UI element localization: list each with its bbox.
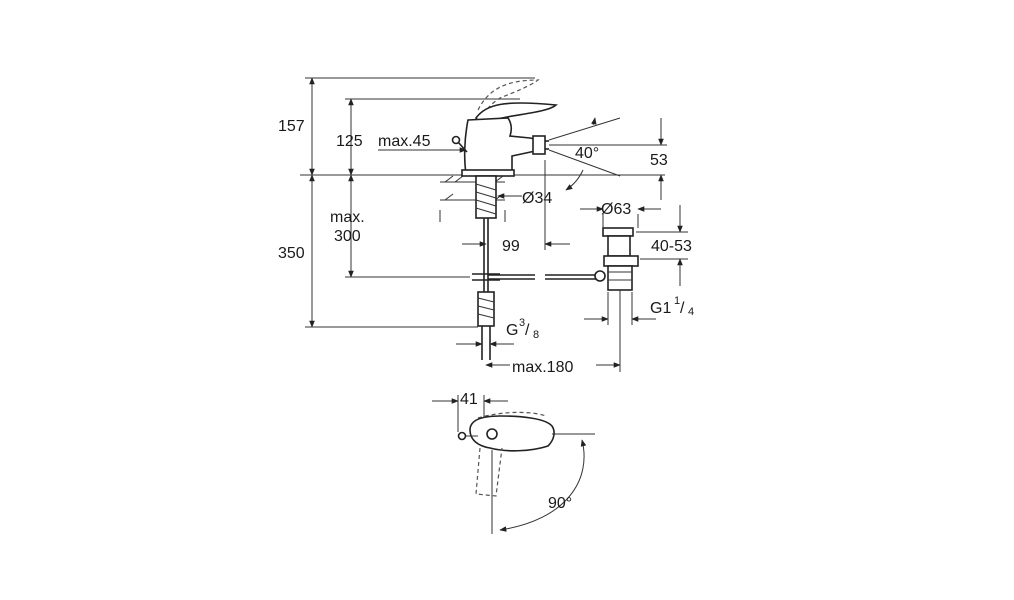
label-g-den: 8 xyxy=(533,329,539,341)
dimension-g1-1-4: G1 1 / 4 xyxy=(584,292,694,325)
label-53: 53 xyxy=(650,152,668,169)
angle-40: 40° xyxy=(548,117,625,191)
dimension-d34: Ø34 xyxy=(497,190,552,207)
dimension-157: 157 xyxy=(278,77,315,176)
label-d63: Ø63 xyxy=(601,201,631,218)
label-41: 41 xyxy=(460,391,478,408)
dimension-41: 41 xyxy=(432,391,508,432)
mixer-body xyxy=(451,79,558,177)
label-125: 125 xyxy=(336,133,363,150)
label-d34: Ø34 xyxy=(522,190,552,207)
pop-up-rod xyxy=(488,274,600,280)
label-g1: G1 xyxy=(650,300,671,317)
label-max: max. xyxy=(330,209,365,226)
label-157: 157 xyxy=(278,118,305,135)
dimension-max-180: max.180 xyxy=(485,290,621,376)
dimension-99: 99 xyxy=(462,160,570,255)
threaded-shank xyxy=(472,175,500,360)
side-elevation-view: 157 125 max. 300 350 max.45 xyxy=(278,77,694,376)
label-max-180: max.180 xyxy=(512,359,573,376)
label-300: 300 xyxy=(334,228,361,245)
label-g-slash: / xyxy=(525,322,530,339)
handle-plan xyxy=(457,411,555,497)
dimension-125: 125 xyxy=(336,98,363,176)
label-40-53: 40-53 xyxy=(651,238,692,255)
angle-90: 90° xyxy=(491,433,595,534)
top-view: 41 90° xyxy=(432,391,595,534)
dimension-max-300: max. 300 xyxy=(330,174,365,278)
dimension-d63: Ø63 xyxy=(580,201,661,228)
dimension-max-45: max.45 xyxy=(378,133,467,153)
dimension-g3-8: G 3 / 8 xyxy=(456,317,539,347)
label-g1-num: 1 xyxy=(674,295,680,307)
waste-assembly xyxy=(594,227,639,291)
label-90-deg: 90° xyxy=(548,495,572,512)
label-g1-slash: / xyxy=(680,300,685,317)
dimension-53: 53 xyxy=(600,118,668,200)
label-max-45: max.45 xyxy=(378,133,431,150)
label-99: 99 xyxy=(502,238,520,255)
label-40-deg: 40° xyxy=(575,145,599,162)
label-g1-den: 4 xyxy=(688,306,694,318)
dimension-350: 350 xyxy=(278,174,315,328)
label-g-num: 3 xyxy=(519,317,525,329)
label-g: G xyxy=(506,322,518,339)
dimension-40-53: 40-53 xyxy=(636,205,692,286)
label-350: 350 xyxy=(278,245,305,262)
